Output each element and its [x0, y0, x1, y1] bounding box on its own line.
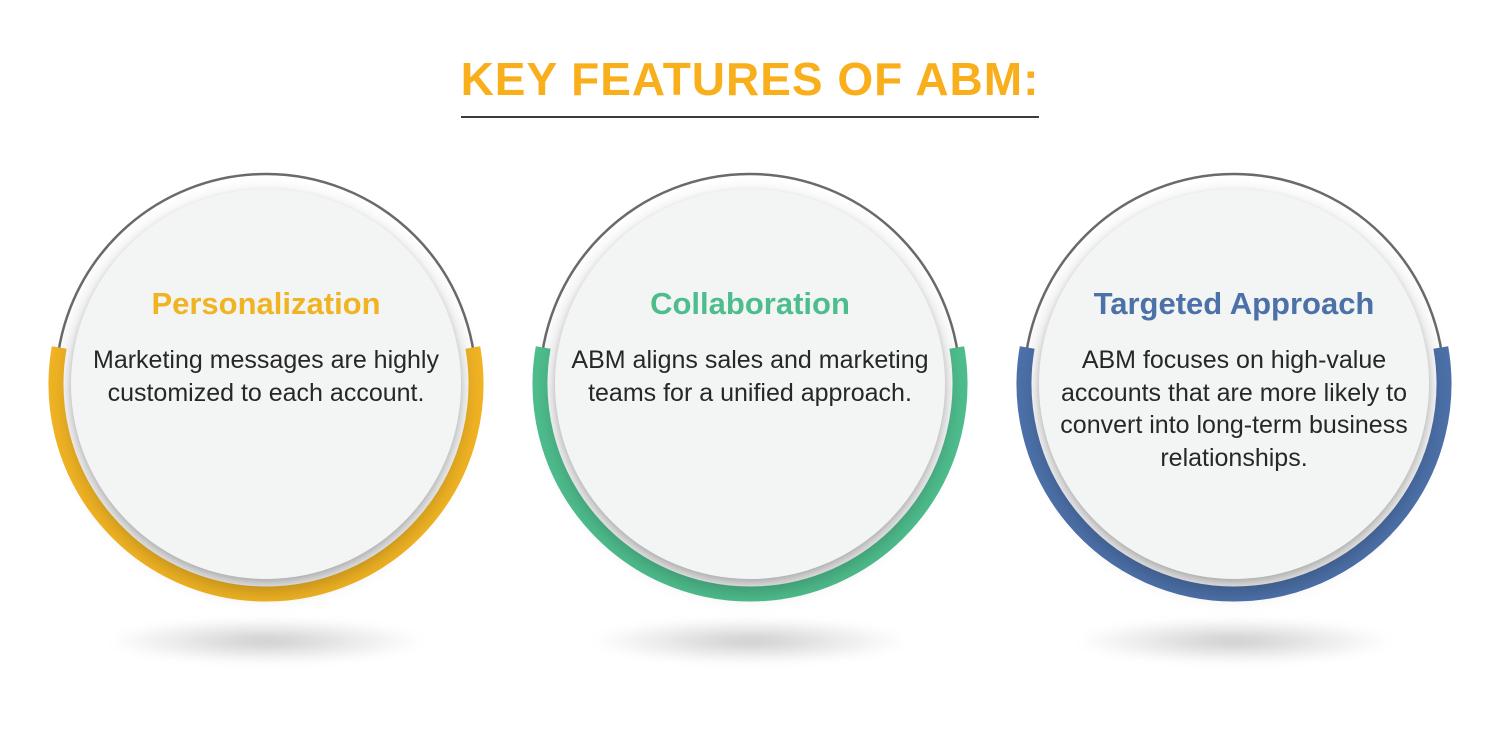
- circle-wrap: Collaboration ABM aligns sales and marke…: [530, 164, 970, 604]
- reflection-shadow: [1074, 618, 1394, 664]
- reflection-shadow: [590, 618, 910, 664]
- features-row: Personalization Marketing messages are h…: [0, 164, 1500, 664]
- circle-graphic: [532, 172, 968, 602]
- feature-heading: Collaboration: [650, 286, 850, 321]
- feature-heading: Targeted Approach: [1093, 286, 1375, 321]
- accent-arc: [532, 346, 968, 602]
- feature-description: ABM focuses on high-value accounts that …: [1060, 346, 1408, 472]
- header: KEY FEATURES OF ABM:: [0, 0, 1500, 118]
- feature-card-targeted-approach: Targeted Approach ABM focuses on high-va…: [1014, 164, 1454, 664]
- feature-description: ABM aligns sales and marketing teams for…: [571, 346, 929, 407]
- inner-circle: [1039, 189, 1429, 579]
- feature-heading: Personalization: [151, 286, 381, 321]
- circle-wrap: Personalization Marketing messages are h…: [46, 164, 486, 604]
- feature-description: Marketing messages are highly customized…: [92, 346, 439, 407]
- inner-circle: [555, 189, 945, 579]
- page-title: KEY FEATURES OF ABM:: [460, 52, 1040, 118]
- feature-text: Targeted Approach ABM focuses on high-va…: [1045, 286, 1423, 474]
- feature-card-collaboration: Collaboration ABM aligns sales and marke…: [530, 164, 970, 664]
- circle-graphic: [48, 172, 484, 602]
- feature-card-personalization: Personalization Marketing messages are h…: [46, 164, 486, 664]
- accent-arc: [48, 346, 484, 602]
- feature-text: Collaboration ABM aligns sales and marke…: [561, 286, 939, 409]
- feature-text: Personalization Marketing messages are h…: [77, 286, 455, 409]
- accent-arc: [1016, 346, 1452, 602]
- circle-wrap: Targeted Approach ABM focuses on high-va…: [1014, 164, 1454, 604]
- circle-graphic: [1016, 172, 1452, 602]
- inner-circle: [71, 189, 461, 579]
- reflection-shadow: [106, 618, 426, 664]
